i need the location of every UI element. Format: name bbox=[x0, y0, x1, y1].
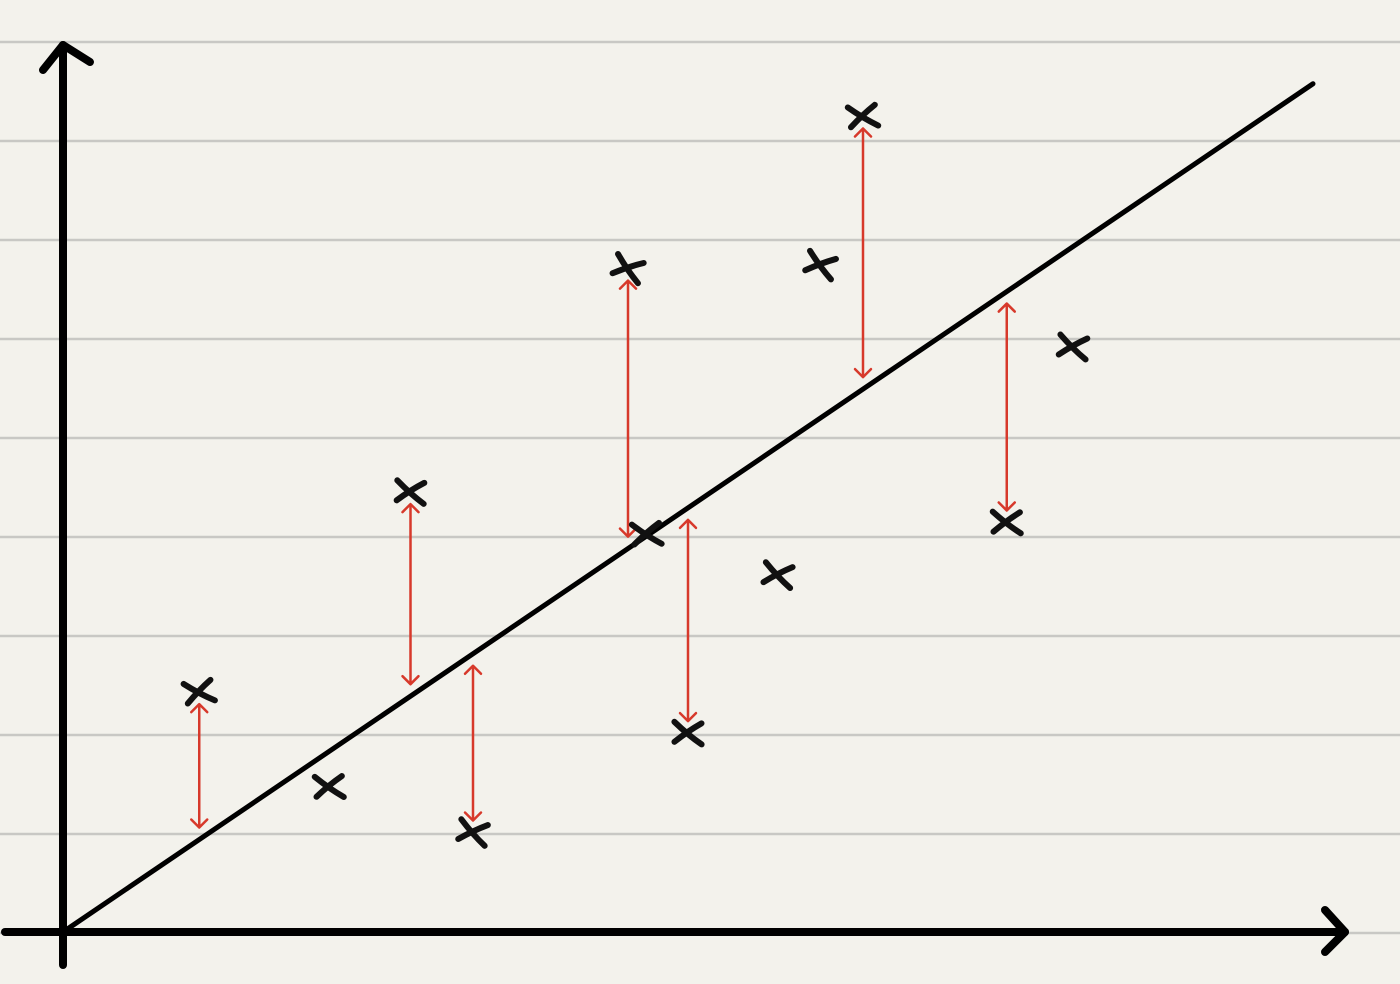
x-marker-stroke bbox=[671, 720, 705, 745]
x-marker-stroke bbox=[455, 822, 491, 843]
residual-arrowhead bbox=[190, 818, 209, 829]
data-point-x-marker bbox=[609, 250, 647, 287]
residual-arrow bbox=[678, 518, 698, 723]
y-axis bbox=[39, 41, 94, 969]
data-point-x-marker bbox=[1055, 331, 1091, 363]
x-marker-stroke bbox=[631, 519, 662, 548]
residual-arrow bbox=[618, 279, 638, 538]
x-axis bbox=[1, 906, 1349, 956]
residual-arrows bbox=[190, 127, 1016, 829]
x-marker-stroke bbox=[313, 773, 345, 800]
data-point-x-marker bbox=[455, 816, 491, 849]
residual-arrowhead bbox=[853, 367, 873, 379]
residual-arrowhead bbox=[190, 702, 209, 714]
x-marker-stroke bbox=[393, 479, 428, 504]
residual-arrowhead bbox=[463, 811, 483, 822]
data-point-x-marker bbox=[671, 718, 705, 748]
residual-arrowhead bbox=[618, 527, 638, 538]
x-marker-stroke bbox=[802, 255, 839, 274]
residual-arrowhead bbox=[997, 501, 1016, 512]
x-marker-stroke bbox=[847, 101, 878, 131]
residual-arrowhead bbox=[401, 674, 420, 686]
x-marker-stroke bbox=[1055, 335, 1091, 358]
data-point-x-marker bbox=[393, 477, 428, 507]
residual-arrow bbox=[997, 302, 1016, 512]
data-point-x-marker bbox=[802, 247, 839, 283]
x-marker-stroke bbox=[184, 676, 214, 707]
x-marker-stroke bbox=[990, 509, 1023, 535]
data-point-x-marker bbox=[760, 559, 796, 592]
residual-arrowhead bbox=[997, 302, 1016, 313]
residual-arrow bbox=[463, 664, 483, 822]
residual-arrow bbox=[401, 502, 420, 686]
data-point-x-marker bbox=[311, 773, 347, 800]
residual-arrowhead bbox=[618, 279, 638, 290]
residual-arrow bbox=[190, 702, 209, 829]
data-point-x-marker bbox=[844, 101, 882, 131]
residual-arrowhead bbox=[678, 518, 698, 530]
residual-arrowhead bbox=[678, 711, 698, 723]
residual-arrowhead bbox=[463, 664, 483, 676]
x-marker-stroke bbox=[760, 564, 796, 586]
residual-arrowhead bbox=[853, 127, 873, 138]
data-point-x-marker bbox=[989, 508, 1024, 537]
residual-arrowhead bbox=[401, 502, 420, 514]
regression-line bbox=[60, 81, 1316, 935]
residual-arrow bbox=[853, 127, 873, 379]
notebook-ruled-lines bbox=[0, 40, 1400, 935]
x-marker-stroke bbox=[609, 259, 647, 277]
data-point-x-marker bbox=[628, 519, 665, 548]
data-points bbox=[180, 101, 1091, 849]
data-point-x-marker bbox=[180, 676, 218, 707]
